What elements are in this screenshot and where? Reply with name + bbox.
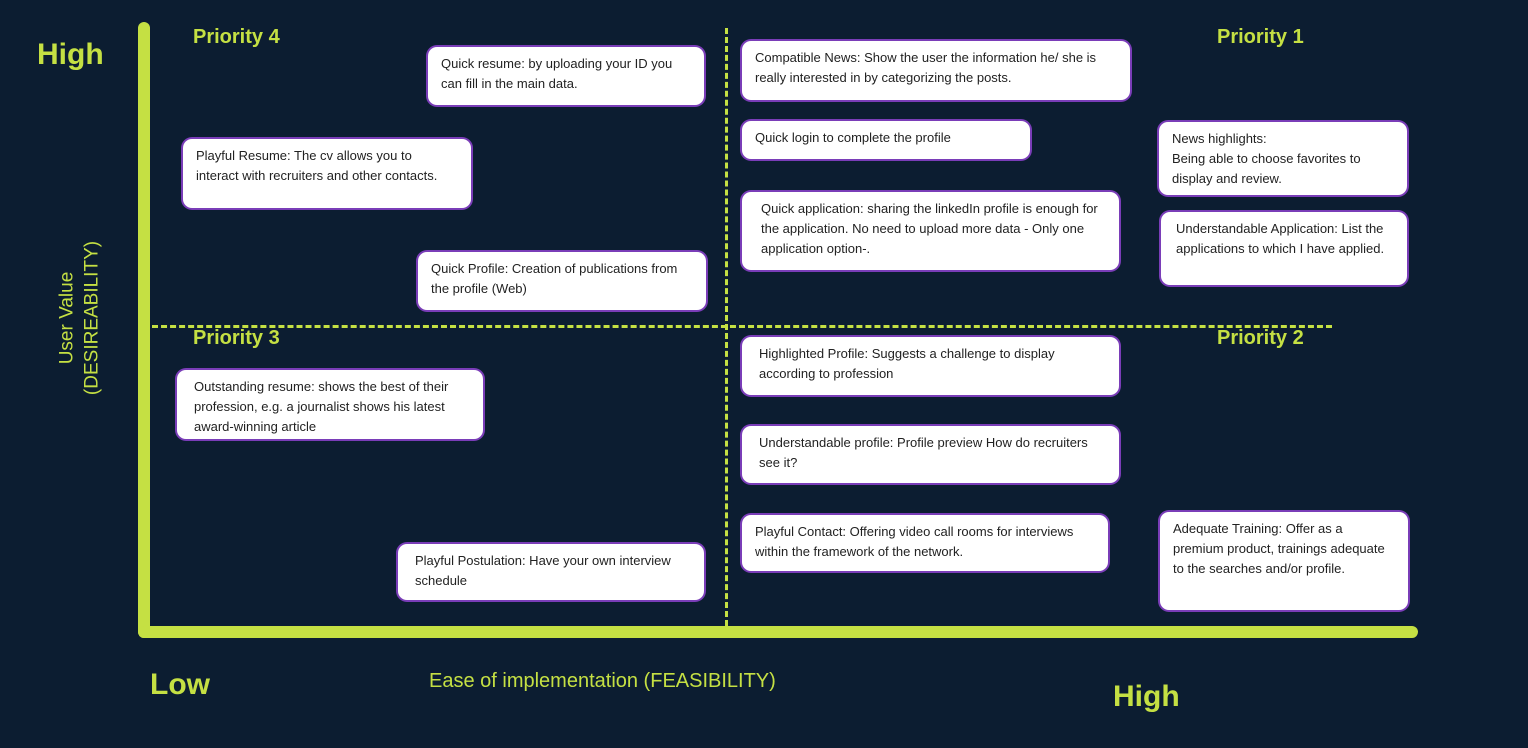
news-highlights-body: Being able to choose favorites to displa… [1172,151,1361,186]
x-axis-high-label: High [1113,680,1180,713]
y-axis-high-label: High [37,38,104,71]
quadrant-title-priority-1: Priority 1 [1217,26,1304,48]
card-highlighted-profile: Highlighted Profile: Suggests a challeng… [742,337,1119,395]
quadrant-title-priority-4: Priority 4 [193,26,280,48]
card-quick-resume: Quick resume: by uploading your ID you c… [428,47,704,105]
card-playful-resume: Playful Resume: The cv allows you to int… [183,139,471,208]
card-quick-application: Quick application: sharing the linkedIn … [742,192,1119,270]
card-understandable-application: Understandable Application: List the app… [1161,212,1407,285]
card-understandable-profile: Understandable profile: Profile preview … [742,426,1119,483]
y-axis-title-line1: User Value [56,271,78,365]
quadrant-title-priority-2: Priority 2 [1217,327,1304,349]
card-adequate-training: Adequate Training: Offer as a premium pr… [1160,512,1408,610]
y-axis-title: User Value (DESIREABILITY) [55,241,104,395]
card-quick-login: Quick login to complete the profile [742,121,1030,159]
card-compatible-news: Compatible News: Show the user the infor… [742,41,1130,100]
x-axis-low-label: Low [150,668,210,701]
card-news-highlights: News highlights: Being able to choose fa… [1159,122,1407,195]
x-axis-title: Ease of implementation (FEASIBILITY) [429,670,776,692]
horizontal-divider [152,325,1332,328]
card-playful-postulation: Playful Postulation: Have your own inter… [398,544,704,600]
quadrant-title-priority-3: Priority 3 [193,327,280,349]
card-outstanding-resume: Outstanding resume: shows the best of th… [177,370,483,439]
card-playful-contact: Playful Contact: Offering video call roo… [742,515,1108,571]
y-axis-title-line2: (DESIREABILITY) [81,240,102,396]
card-quick-profile: Quick Profile: Creation of publications … [418,252,706,310]
y-axis-line [138,22,150,638]
x-axis-line [138,626,1418,638]
news-highlights-title: News highlights: [1172,131,1267,146]
